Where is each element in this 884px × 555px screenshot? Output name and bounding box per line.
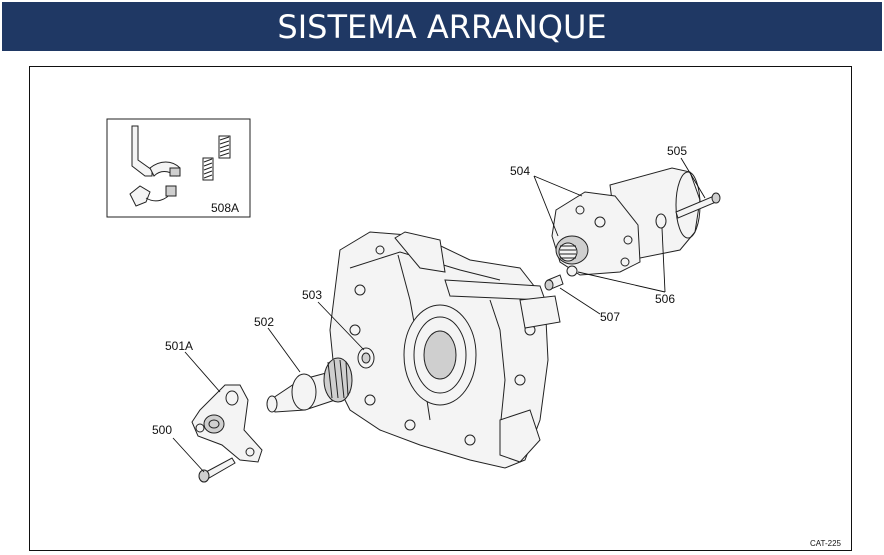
part-label-508a: 508A bbox=[211, 201, 239, 215]
washer-506 bbox=[655, 213, 667, 229]
bolt-500 bbox=[198, 457, 236, 483]
bushing-503 bbox=[357, 347, 375, 369]
spring-icon bbox=[202, 157, 214, 181]
engine-casing bbox=[329, 231, 561, 469]
page-title: SISTEMA ARRANQUE bbox=[277, 7, 607, 46]
diagram-frame bbox=[29, 66, 852, 551]
part-label-501a: 501A bbox=[165, 339, 193, 353]
starter-drive-502 bbox=[266, 357, 353, 413]
part-label-500: 500 bbox=[152, 423, 172, 437]
catalog-code: CAT-225 bbox=[810, 539, 842, 548]
spring-icon bbox=[218, 135, 231, 159]
bolt-505 bbox=[675, 192, 721, 219]
part-label-507: 507 bbox=[600, 310, 620, 324]
inset-508a bbox=[106, 118, 251, 218]
part-label-502: 502 bbox=[254, 315, 274, 329]
washer-506 bbox=[566, 265, 578, 277]
leader-lines bbox=[172, 157, 706, 473]
part-label-503: 503 bbox=[302, 288, 322, 302]
part-label-505: 505 bbox=[667, 144, 687, 158]
page-header: SISTEMA ARRANQUE bbox=[2, 2, 882, 51]
cover-501a bbox=[191, 384, 263, 463]
part-label-506: 506 bbox=[655, 292, 675, 306]
part-label-504: 504 bbox=[510, 164, 530, 178]
oring-507 bbox=[544, 274, 564, 291]
starter-motor-504 bbox=[551, 167, 701, 276]
